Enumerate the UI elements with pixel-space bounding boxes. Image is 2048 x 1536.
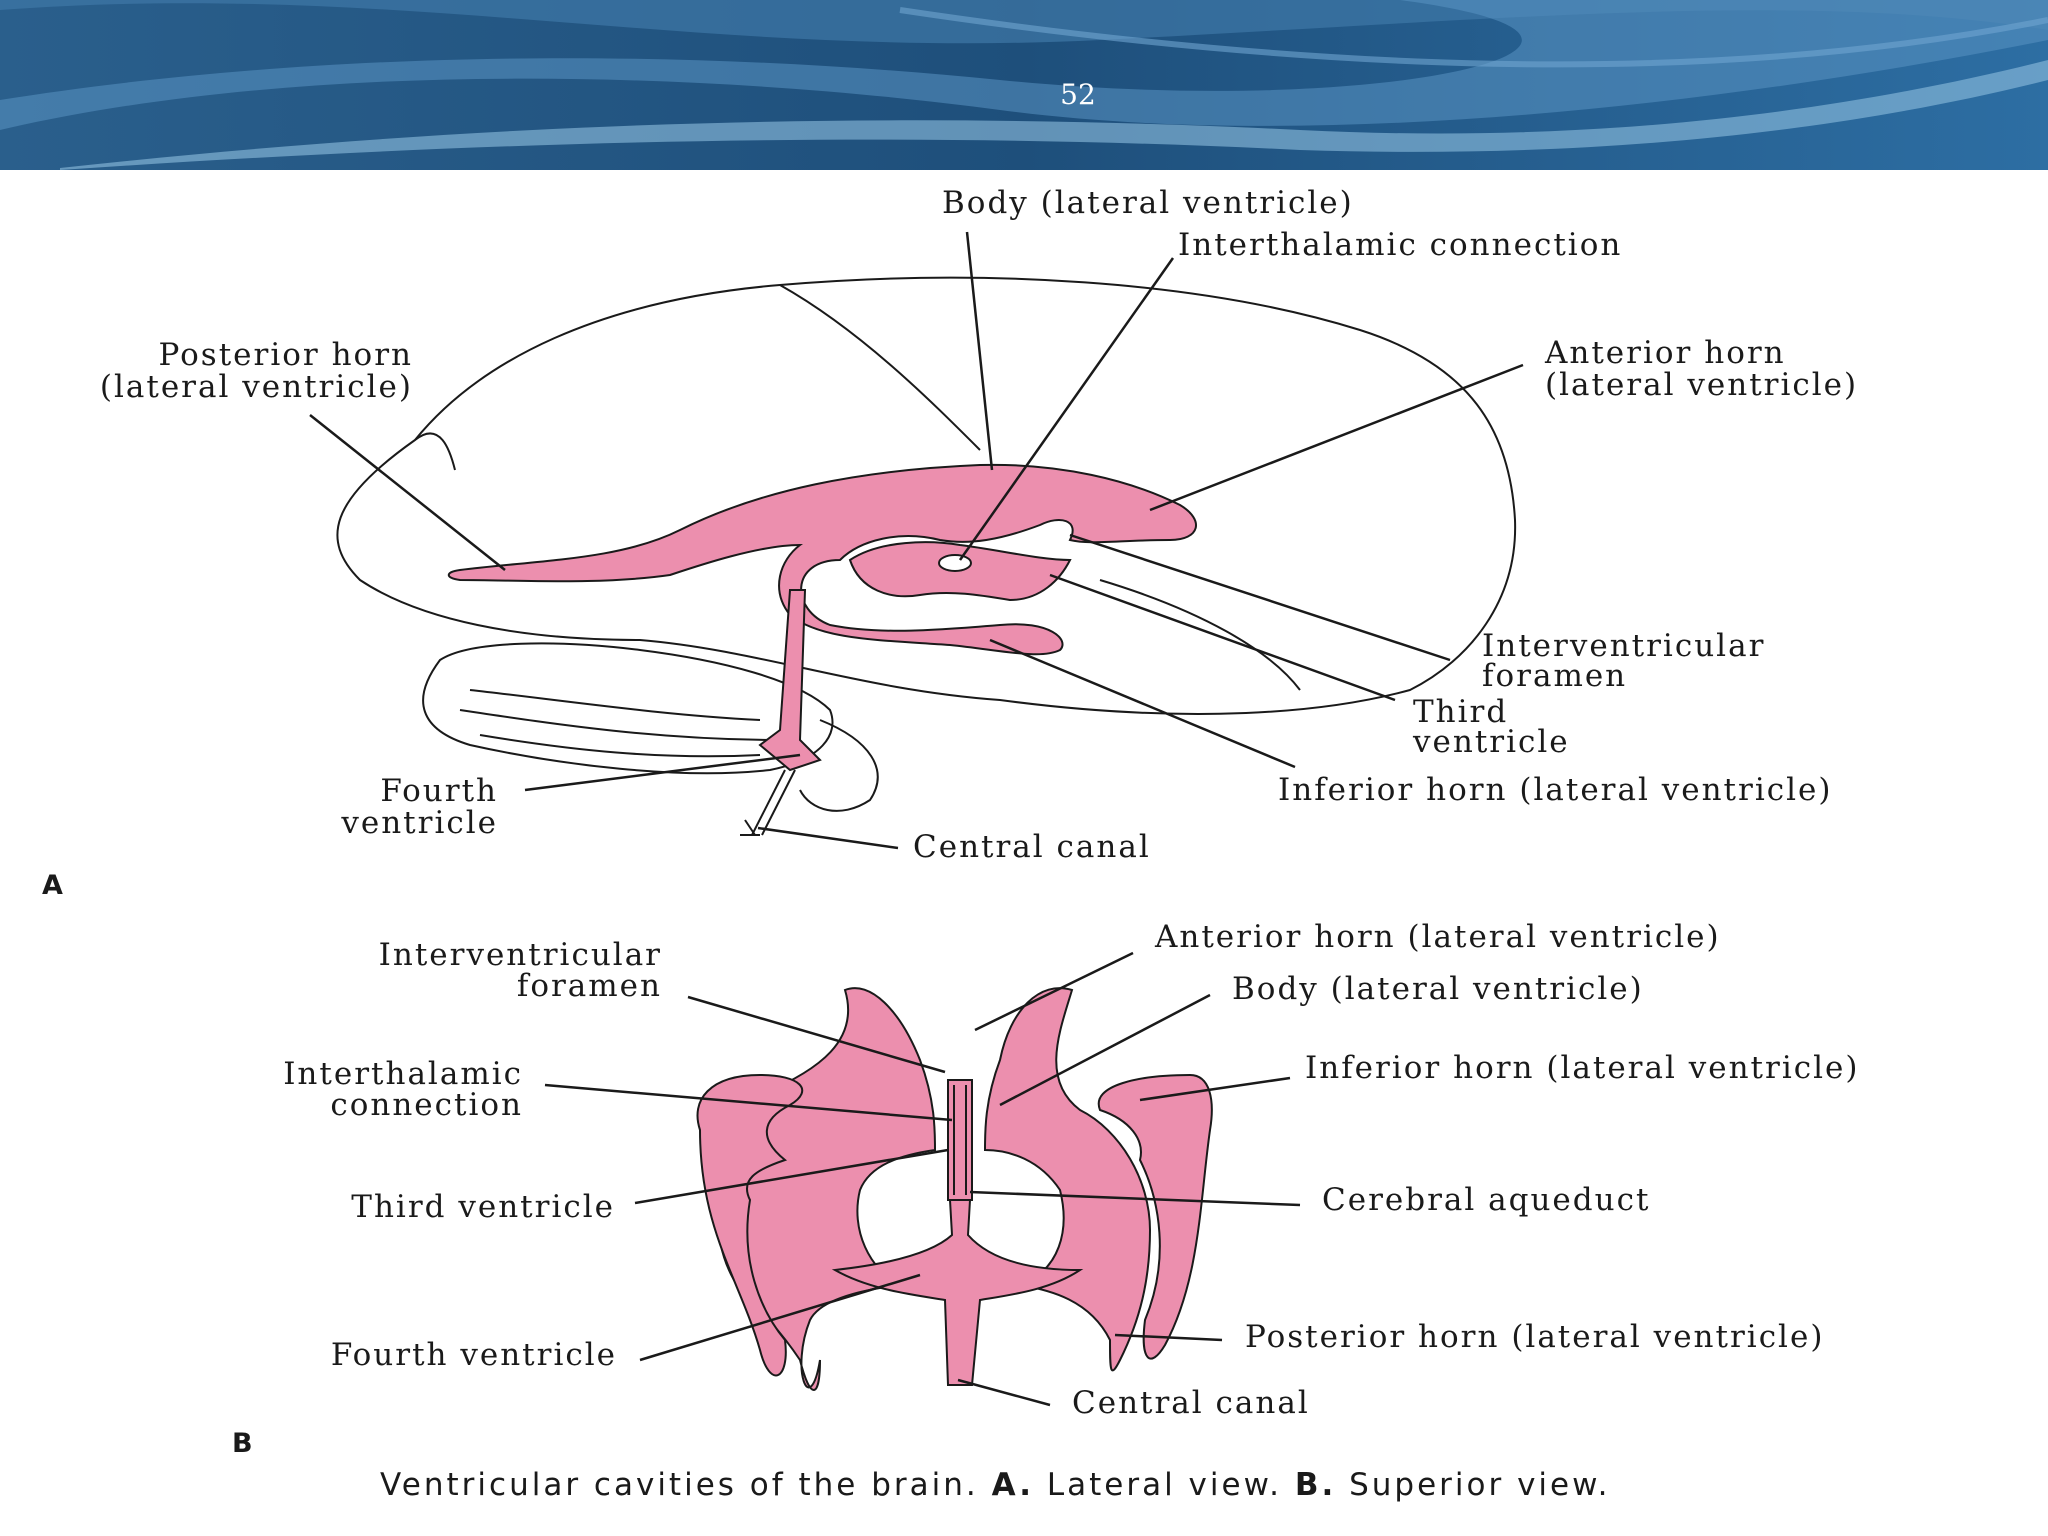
- label-a-anterior-2: (lateral ventricle): [1545, 367, 1859, 403]
- label-a-foramen-2: foramen: [1482, 658, 1628, 694]
- fourth-ventricle-a: [758, 589, 822, 772]
- slide-header-banner: [0, 0, 2048, 170]
- label-a-central: Central canal: [913, 829, 1151, 865]
- label-b-foramen-1: Interventricular: [378, 937, 662, 973]
- label-a-anterior-1: Anterior horn: [1545, 335, 1786, 371]
- caption-text-3: Superior view.: [1349, 1467, 1611, 1503]
- right-lateral-ventricle-b: [983, 987, 1152, 1372]
- label-b-inferior: Inferior horn (lateral ventricle): [1305, 1050, 1860, 1086]
- ventricle-diagram: [309, 231, 1524, 1407]
- cerebrum-outline: [336, 276, 1517, 715]
- label-a-third-2: ventricle: [1413, 724, 1570, 760]
- label-a-interthalamic: Interthalamic connection: [1178, 227, 1623, 263]
- caption-a: A.: [991, 1467, 1034, 1503]
- figure-caption: Ventricular cavities of the brain. A. La…: [380, 1467, 1610, 1503]
- leader-lines-a: [309, 231, 1524, 850]
- third-ventricle-b: [947, 1079, 973, 1201]
- caption-text-2: Lateral view.: [1046, 1467, 1282, 1503]
- label-a-inferior: Inferior horn (lateral ventricle): [1278, 772, 1833, 808]
- label-b-aqueduct: Cerebral aqueduct: [1322, 1182, 1651, 1218]
- label-a-posterior-1: Posterior horn: [158, 337, 413, 373]
- label-b-posterior: Posterior horn (lateral ventricle): [1245, 1319, 1825, 1355]
- label-b-fourth: Fourth ventricle: [330, 1337, 617, 1373]
- label-b-foramen-2: foramen: [516, 968, 662, 1004]
- label-a-body: Body (lateral ventricle): [942, 185, 1354, 221]
- caption-text-1: Ventricular cavities of the brain.: [380, 1467, 979, 1503]
- cerebellum-outline: [422, 642, 834, 775]
- label-b-interthalamic-2: connection: [330, 1087, 523, 1123]
- panel-label-b: B: [232, 1428, 253, 1459]
- leader-lines-b: [544, 951, 1301, 1407]
- label-a-posterior-2: (lateral ventricle): [99, 369, 413, 405]
- caption-b: B.: [1294, 1467, 1337, 1503]
- label-b-interthalamic-1: Interthalamic: [283, 1056, 523, 1092]
- panel-label-a: A: [42, 870, 63, 901]
- slide-number: 52: [1060, 78, 1096, 111]
- label-b-central: Central canal: [1072, 1385, 1310, 1421]
- label-b-third: Third ventricle: [351, 1189, 615, 1225]
- lateral-ventricle-a: [447, 463, 1197, 656]
- left-lateral-ventricle-b: [717, 987, 937, 1391]
- right-posterior-horn-b: [1097, 1073, 1213, 1360]
- left-posterior-horn-b: [696, 1073, 804, 1377]
- label-b-body: Body (lateral ventricle): [1232, 971, 1644, 1007]
- label-a-third-1: Third: [1413, 694, 1509, 730]
- fourth-ventricle-b: [831, 1199, 1084, 1386]
- label-a-fourth-1: Fourth: [380, 773, 498, 809]
- label-a-fourth-2: ventricle: [341, 805, 498, 841]
- label-a-foramen-1: Interventricular: [1482, 628, 1766, 664]
- label-b-anterior: Anterior horn (lateral ventricle): [1155, 919, 1721, 955]
